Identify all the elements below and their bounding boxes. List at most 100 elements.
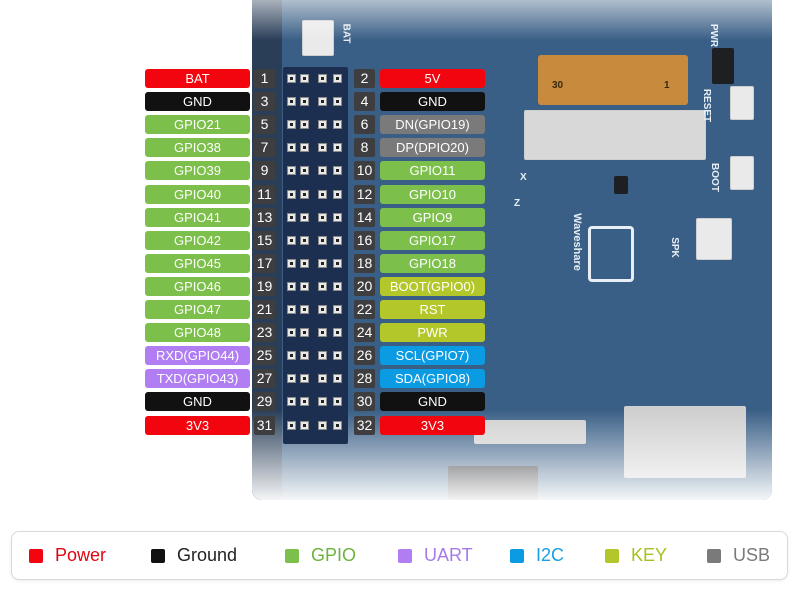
header-pin <box>318 74 327 83</box>
header-pin <box>287 328 296 337</box>
pin-label-26: SCL(GPIO7) <box>380 346 485 365</box>
pin-label-16: GPIO17 <box>380 231 485 250</box>
header-pin <box>318 351 327 360</box>
spk-silkscreen: SPK <box>668 237 680 258</box>
header-pin <box>300 421 309 430</box>
small-chip <box>614 176 628 194</box>
header-pin <box>287 305 296 314</box>
pin-number-13: 13 <box>254 208 275 227</box>
pin-label-13: GPIO41 <box>145 208 250 227</box>
board-top-fade <box>252 0 772 40</box>
pin-label-32: 3V3 <box>380 416 485 435</box>
header-pin <box>333 397 342 406</box>
legend-swatch <box>29 548 43 563</box>
pin-label-10: GPIO11 <box>380 161 485 180</box>
pin-number-19: 19 <box>254 277 275 296</box>
pin-number-10: 10 <box>354 161 375 180</box>
header-pin <box>287 282 296 291</box>
header-pin <box>300 282 309 291</box>
pin-label-4: GND <box>380 92 485 111</box>
pin-label-5: GPIO21 <box>145 115 250 134</box>
pin-number-24: 24 <box>354 323 375 342</box>
header-pin <box>287 143 296 152</box>
legend-item-i2c: I2C <box>510 532 564 579</box>
pin-number-14: 14 <box>354 208 375 227</box>
header-pin <box>300 351 309 360</box>
pin-label-14: GPIO9 <box>380 208 485 227</box>
pin-number-15: 15 <box>254 231 275 250</box>
boot-silkscreen: BOOT <box>708 163 720 192</box>
fpc-label-1: 1 <box>664 80 670 91</box>
pin-label-30: GND <box>380 392 485 411</box>
legend-item-key: KEY <box>605 532 667 579</box>
header-pin <box>318 120 327 129</box>
header-pin <box>300 213 309 222</box>
pin-label-8: DP(DPIO20) <box>380 138 485 157</box>
pin-number-27: 27 <box>254 369 275 388</box>
pin-label-22: RST <box>380 300 485 319</box>
pin-number-31: 31 <box>254 416 275 435</box>
header-pin <box>318 421 327 430</box>
legend-item-usb: USB <box>707 532 770 579</box>
pin-number-3: 3 <box>254 92 275 111</box>
boot-button <box>730 156 754 190</box>
legend-swatch <box>398 548 412 563</box>
header-pin <box>287 97 296 106</box>
header-pin <box>287 421 296 430</box>
pin-label-7: GPIO38 <box>145 138 250 157</box>
legend-swatch <box>151 548 165 563</box>
pin-number-4: 4 <box>354 92 375 111</box>
pin-number-26: 26 <box>354 346 375 365</box>
legend-swatch <box>707 548 721 563</box>
pin-label-15: GPIO42 <box>145 231 250 250</box>
legend-label: I2C <box>536 545 565 565</box>
header-pin <box>318 236 327 245</box>
pin-number-12: 12 <box>354 185 375 204</box>
pin-number-7: 7 <box>254 138 275 157</box>
header-pin <box>300 166 309 175</box>
pwr-chip <box>712 48 734 84</box>
pin-label-17: GPIO45 <box>145 254 250 273</box>
header-pin <box>318 282 327 291</box>
axis-x-label: X <box>520 172 527 183</box>
pin-number-28: 28 <box>354 369 375 388</box>
pin-number-2: 2 <box>354 69 375 88</box>
header-pin <box>287 236 296 245</box>
header-pin <box>300 143 309 152</box>
header-pin <box>300 236 309 245</box>
pin-number-9: 9 <box>254 161 275 180</box>
legend-item-power: Power <box>29 532 106 579</box>
pin-label-24: PWR <box>380 323 485 342</box>
header-pin <box>318 374 327 383</box>
pin-label-21: GPIO47 <box>145 300 250 319</box>
header-pin <box>318 97 327 106</box>
pin-number-16: 16 <box>354 231 375 250</box>
header-pin <box>318 328 327 337</box>
reset-button <box>730 86 754 120</box>
legend-swatch <box>605 548 619 563</box>
header-pin <box>300 259 309 268</box>
pin-label-6: DN(GPIO19) <box>380 115 485 134</box>
header-pin <box>300 328 309 337</box>
pin-label-12: GPIO10 <box>380 185 485 204</box>
header-pin <box>333 421 342 430</box>
fpc-connector <box>524 110 706 160</box>
legend-label: KEY <box>631 545 668 565</box>
header-pin <box>300 397 309 406</box>
legend-label: GPIO <box>311 545 357 565</box>
pin-number-18: 18 <box>354 254 375 273</box>
pin-number-21: 21 <box>254 300 275 319</box>
header-pin <box>333 305 342 314</box>
pin-label-31: 3V3 <box>145 416 250 435</box>
pin-number-1: 1 <box>254 69 275 88</box>
brand-silkscreen: Waveshare <box>570 213 583 271</box>
pin-number-22: 22 <box>354 300 375 319</box>
pin-number-5: 5 <box>254 115 275 134</box>
header-pin <box>287 74 296 83</box>
header-pin <box>318 259 327 268</box>
header-pin <box>300 97 309 106</box>
reset-silkscreen: RESET <box>701 88 713 123</box>
speaker-connector <box>696 218 732 260</box>
header-pin <box>333 120 342 129</box>
